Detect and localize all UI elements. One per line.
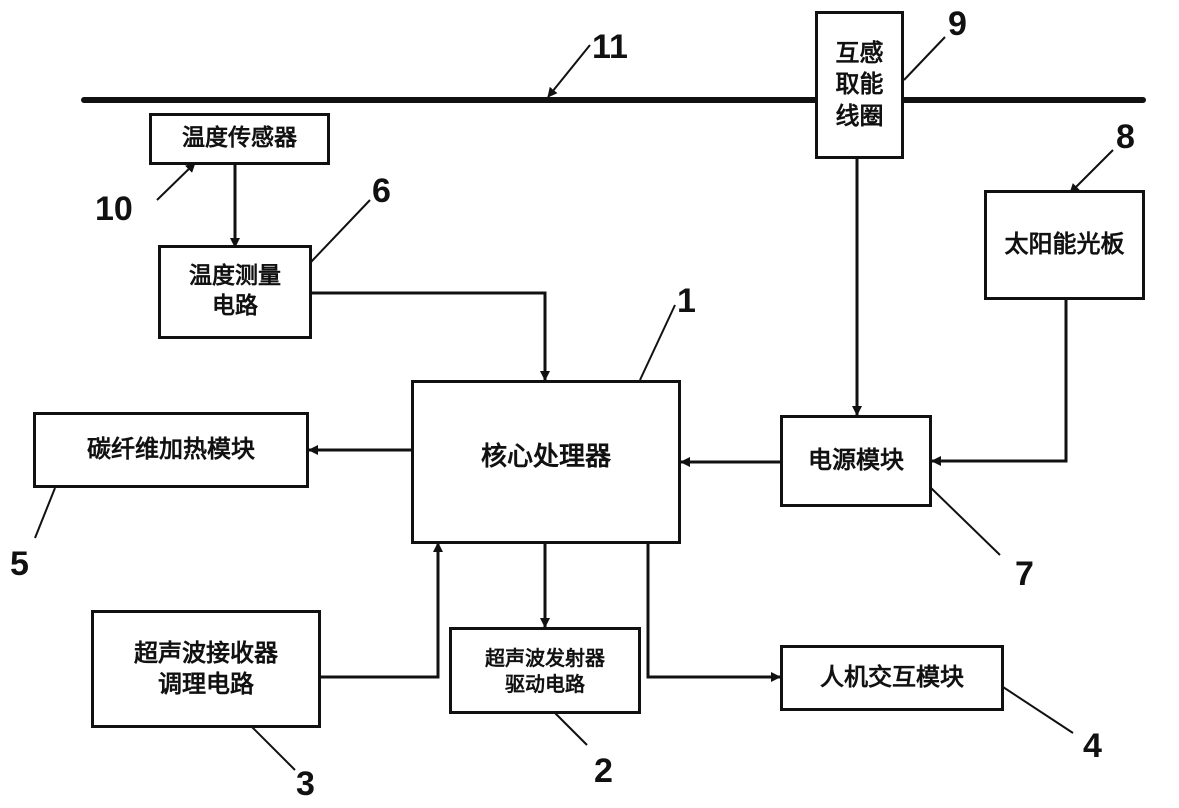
ref-9: 9	[948, 5, 967, 43]
ultrasonic-rx-block: 超声波接收器 调理电路	[91, 610, 321, 728]
ultrasonic-tx-label-1: 超声波发射器	[485, 645, 605, 670]
hmi-module-block: 人机交互模块	[780, 645, 1004, 711]
leader-8	[1069, 149, 1114, 194]
induction-coil-block: 互感 取能 线圈	[815, 11, 904, 159]
conn-measure-to-core	[311, 291, 550, 381]
temp-measure-label-1: 温度测量	[189, 263, 281, 290]
leader-9	[903, 36, 946, 81]
ultrasonic-tx-label-2: 驱动电路	[505, 671, 585, 696]
leader-11	[547, 44, 591, 98]
leader-3	[251, 726, 296, 771]
induction-coil-label-1: 互感	[835, 39, 884, 68]
induction-coil-label-2: 取能	[835, 70, 884, 99]
ultrasonic-tx-block: 超声波发射器 驱动电路	[449, 627, 641, 714]
ref-3: 3	[296, 765, 315, 803]
carbon-fiber-heater-label: 碳纤维加热模块	[87, 435, 255, 464]
conn-solar-to-power	[931, 300, 1068, 466]
ref-5: 5	[10, 545, 29, 583]
leader-1	[639, 304, 676, 381]
leader-6	[310, 199, 371, 263]
solar-panel-block: 太阳能光板	[984, 190, 1145, 300]
leader-5	[34, 487, 56, 539]
temp-measure-label-2: 电路	[212, 293, 258, 319]
ref-11: 11	[592, 28, 628, 66]
temp-sensor-label: 温度传感器	[182, 125, 297, 152]
temp-measure-block: 温度测量 电路	[158, 245, 312, 339]
carbon-fiber-heater-block: 碳纤维加热模块	[33, 412, 309, 488]
conn-rx-to-core	[320, 542, 443, 679]
ref-4: 4	[1083, 727, 1102, 765]
leader-4	[1002, 686, 1074, 734]
ref-6: 6	[372, 172, 391, 210]
power-module-block: 电源模块	[780, 415, 932, 507]
core-processor-block: 核心处理器	[411, 380, 681, 544]
ref-10: 10	[95, 190, 133, 228]
core-processor-label: 核心处理器	[480, 442, 611, 472]
hmi-module-label: 人机交互模块	[820, 663, 964, 692]
ref-7: 7	[1015, 555, 1034, 593]
induction-coil-label-3: 线圈	[835, 101, 884, 130]
conn-core-hmi	[643, 534, 781, 682]
leader-7	[929, 486, 1001, 556]
ref-2: 2	[594, 752, 613, 790]
temp-sensor-block: 温度传感器	[149, 113, 330, 165]
ultrasonic-rx-label-2: 调理电路	[158, 670, 254, 698]
ref-8: 8	[1116, 118, 1135, 156]
leader-2	[554, 712, 588, 746]
ref-1: 1	[677, 282, 696, 320]
solar-panel-label: 太阳能光板	[1004, 230, 1125, 259]
ultrasonic-rx-label-1: 超声波接收器	[134, 638, 278, 667]
power-module-label: 电源模块	[808, 446, 904, 475]
leader-10	[156, 162, 196, 201]
